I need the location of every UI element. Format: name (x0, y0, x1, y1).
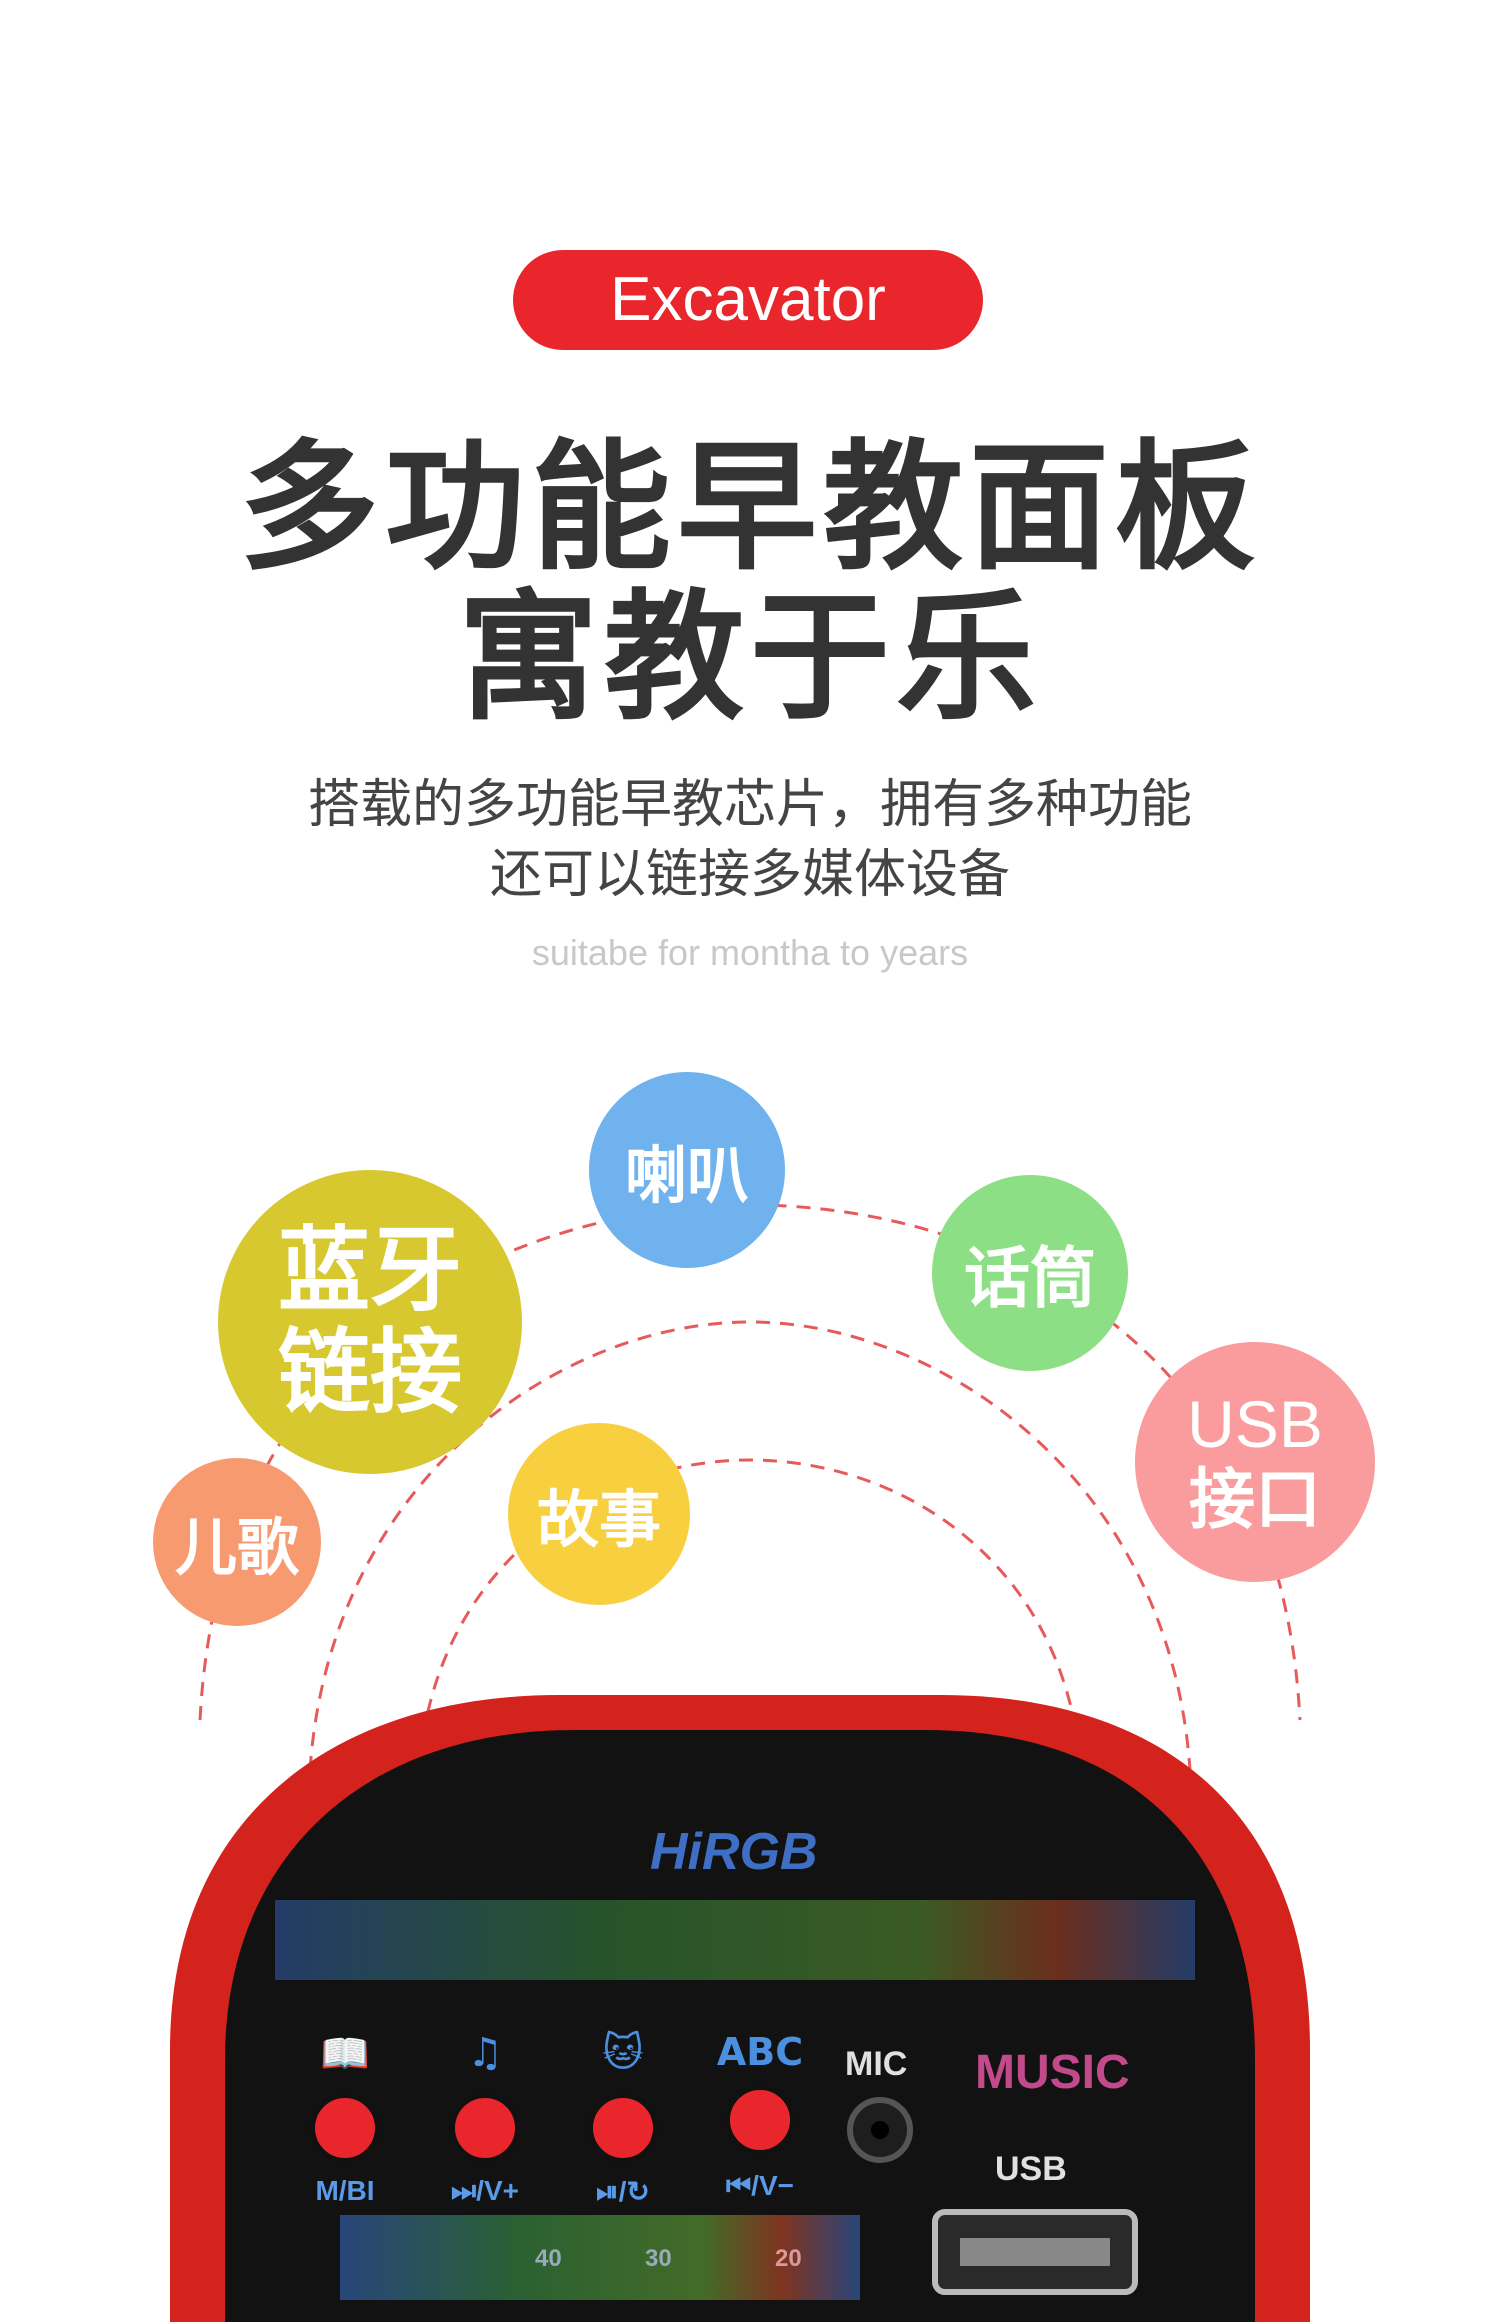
abc-icon: ABC (716, 2030, 804, 2074)
tagline: suitabe for montha to years (531, 932, 969, 973)
stories-label: 故事 (536, 1483, 661, 1556)
device-face (225, 1730, 1255, 2322)
button-2 (449, 2092, 521, 2164)
bluetooth-label-line-1: 蓝牙 (277, 1217, 462, 1324)
button-3-label: ⏯/↻ (596, 2176, 650, 2207)
eq-number-3: 20 (775, 2245, 802, 2272)
music-note-icon: ♫ (467, 2030, 503, 2076)
button-4 (724, 2084, 796, 2156)
headline-line-1: 多功能早教面板 (238, 427, 1261, 590)
inner-arc (418, 1458, 1082, 1761)
speaker-label: 喇叭 (624, 1139, 749, 1212)
music-logo: MUSIC (975, 2046, 1130, 2099)
mic-label: MIC (845, 2045, 908, 2083)
usb-label-line-1: USB (1187, 1387, 1323, 1461)
cat-icon: 🐱 (602, 2030, 644, 2076)
description-line-2: 还可以链接多媒体设备 (489, 845, 1010, 905)
description-line-1: 搭载的多功能早教芯片，拥有多种功能 (307, 775, 1192, 835)
equalizer-bottom (340, 2215, 860, 2300)
excavator-badge: Excavator (513, 250, 983, 350)
brand-logo: HiRGB (650, 1823, 818, 1881)
usb-label-line-2: 接口 (1189, 1461, 1321, 1538)
headline-line-2: 寓教于乐 (457, 577, 1042, 740)
middle-arc (308, 1320, 1192, 1771)
eq-number-1: 40 (535, 2245, 562, 2272)
button-2-label: ⏭/V+ (450, 2175, 519, 2206)
book-icon: 📖 (320, 2031, 370, 2077)
button-1 (309, 2092, 381, 2164)
songs-bubble: 儿歌 (153, 1458, 321, 1626)
speaker-bubble: 喇叭 (589, 1072, 785, 1268)
bluetooth-bubble: 蓝牙 链接 (218, 1170, 522, 1474)
bluetooth-label-line-2: 链接 (277, 1319, 462, 1426)
button-4-label: ⏮/V− (725, 2170, 794, 2201)
microphone-label: 话筒 (964, 1240, 1096, 1317)
control-buttons (309, 2084, 796, 2164)
usb-bubble: USB 接口 (1135, 1342, 1375, 1582)
microphone-bubble: 话筒 (932, 1175, 1128, 1371)
equalizer-top (275, 1900, 1195, 1980)
stories-bubble: 故事 (508, 1423, 690, 1605)
eq-number-2: 30 (645, 2245, 672, 2272)
button-3 (587, 2092, 659, 2164)
songs-label: 儿歌 (174, 1511, 299, 1584)
usb-port-label: USB (995, 2150, 1067, 2188)
button-1-label: M/BI (315, 2175, 375, 2206)
